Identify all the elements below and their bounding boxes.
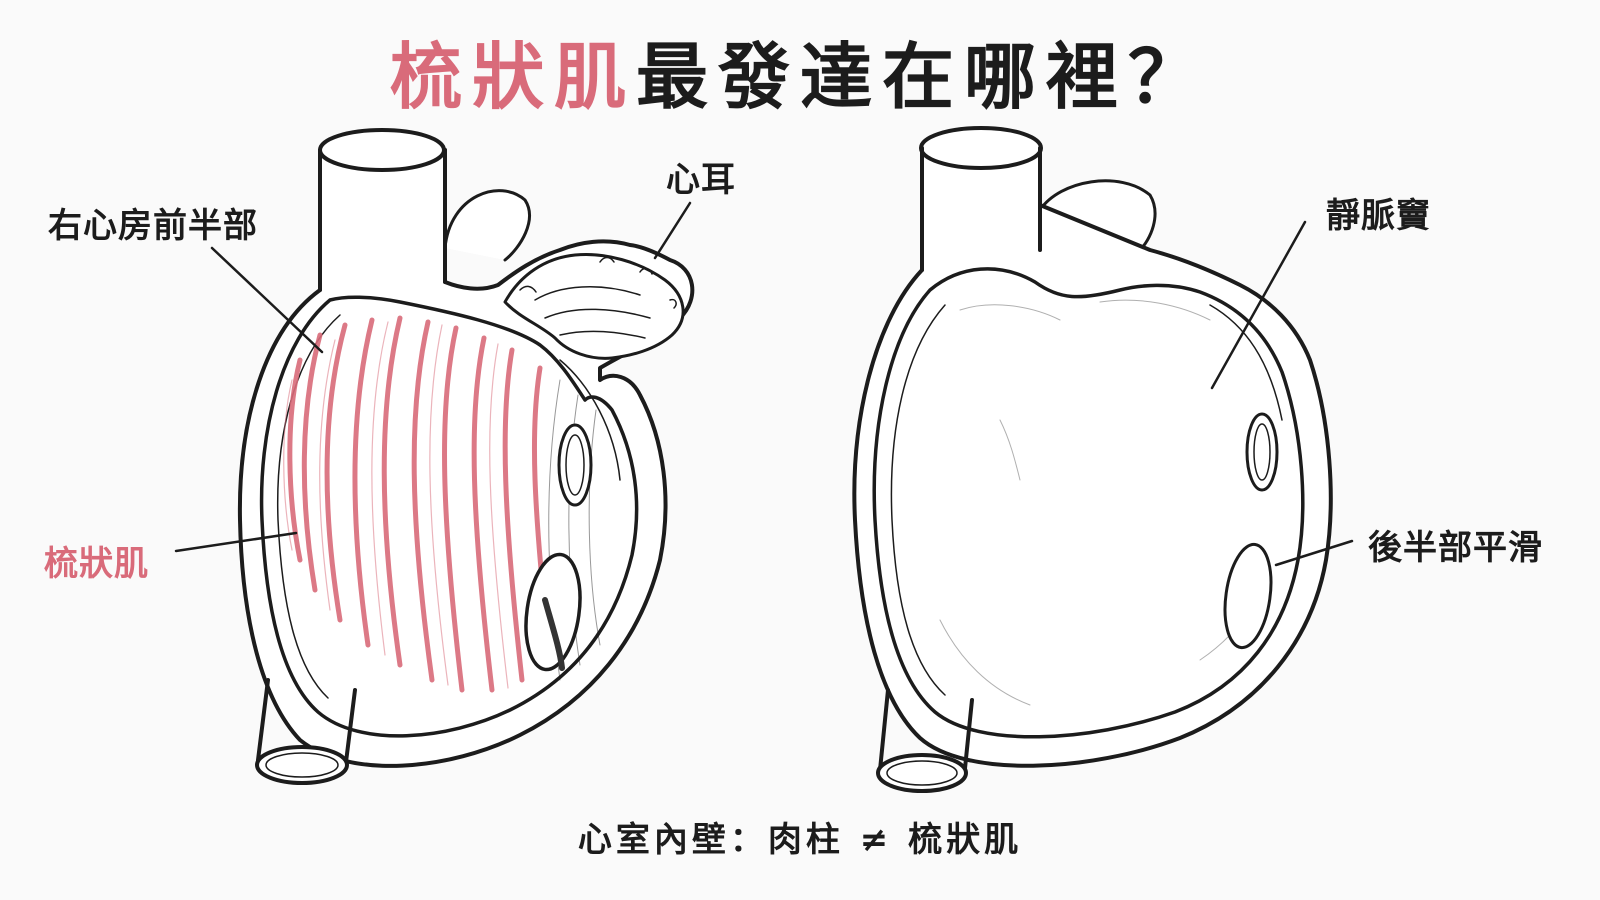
page-title: 梳狀肌最發達在哪裡？ bbox=[0, 18, 1600, 123]
right-svc-opening bbox=[919, 126, 1043, 170]
label-auricle: 心耳 bbox=[666, 160, 736, 200]
left-coronary-sinus bbox=[557, 423, 593, 507]
leader-pectinate-muscle bbox=[174, 531, 298, 553]
right-atrium-drawing bbox=[852, 126, 1333, 793]
leader-right-atrium-anterior bbox=[210, 246, 324, 354]
title-highlight: 梳狀肌 bbox=[389, 35, 636, 119]
right-auricle-back bbox=[1038, 179, 1157, 252]
left-atrium-drawing bbox=[237, 128, 695, 785]
bottom-caption: 心室內壁：肉柱 ≠ 梳狀肌 bbox=[577, 820, 1023, 860]
right-ivc-tube bbox=[878, 688, 974, 780]
label-posterior-smooth: 後半部平滑 bbox=[1368, 528, 1543, 568]
right-ivc-opening bbox=[1223, 542, 1273, 650]
label-pectinate-muscle: 梳狀肌 bbox=[44, 544, 149, 584]
title-rest: 最發達在哪裡？ bbox=[636, 35, 1211, 119]
left-auricle-back bbox=[443, 189, 531, 262]
leader-auricle bbox=[653, 201, 692, 260]
leader-posterior-smooth bbox=[1274, 539, 1354, 567]
right-inner-wall bbox=[872, 267, 1305, 739]
left-auricle-pouch bbox=[503, 252, 685, 360]
right-coronary-sinus bbox=[1245, 412, 1279, 492]
label-right-atrium-anterior: 右心房前半部 bbox=[48, 206, 258, 246]
pectinate-muscles bbox=[287, 315, 551, 693]
label-sinus-venarum: 靜脈竇 bbox=[1326, 196, 1431, 236]
left-svc-opening bbox=[318, 128, 446, 172]
leader-sinus-venarum bbox=[1210, 220, 1307, 390]
left-ivc-tube bbox=[256, 678, 357, 772]
left-ivc-opening bbox=[524, 552, 582, 672]
